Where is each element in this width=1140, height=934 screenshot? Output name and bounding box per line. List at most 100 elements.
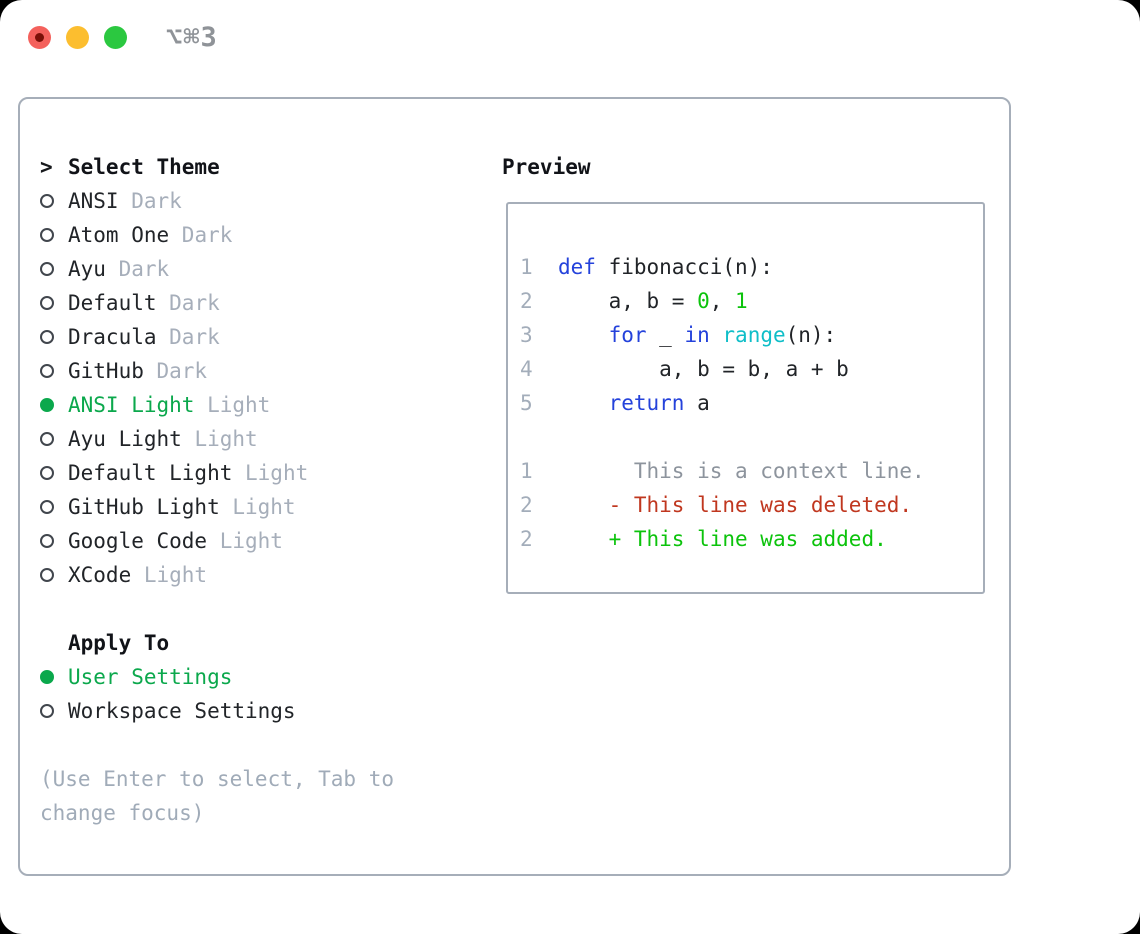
apply-to-title: Apply To <box>68 631 170 655</box>
theme-option-default-light[interactable]: Default Light Light <box>40 456 394 490</box>
radio-column <box>40 364 68 378</box>
radio-icon <box>40 568 54 582</box>
radio-icon <box>40 432 54 446</box>
radio-column <box>40 228 68 242</box>
code-token: a <box>684 391 710 415</box>
code-line: 1 def fibonacci(n): <box>520 250 983 284</box>
line-number: 3 <box>520 323 533 347</box>
code-token: a, b = <box>558 289 698 313</box>
radio-column <box>40 500 68 514</box>
spacer <box>520 420 983 454</box>
close-button[interactable] <box>28 26 51 49</box>
radio-icon <box>40 330 54 344</box>
theme-option-github[interactable]: GitHub Dark <box>40 354 394 388</box>
radio-column <box>40 568 68 582</box>
theme-option-xcode[interactable]: XCode Light <box>40 558 394 592</box>
theme-option-label: Google Code <box>68 529 208 553</box>
apply-option-workspace-settings[interactable]: Workspace Settings <box>40 694 394 728</box>
code-token: + This line was added. <box>608 527 887 551</box>
theme-option-label: ANSI <box>68 189 119 213</box>
theme-variant-badge: Dark <box>143 359 208 383</box>
radio-column <box>40 670 68 684</box>
apply-option-label: User Settings <box>68 665 233 689</box>
diff-line: 2 - This line was deleted. <box>520 488 983 522</box>
line-number: 2 <box>520 289 533 313</box>
radio-icon <box>40 466 54 480</box>
theme-option-ayu[interactable]: Ayu Dark <box>40 252 394 286</box>
apply-option-user-settings[interactable]: User Settings <box>40 660 394 694</box>
radio-icon <box>40 534 54 548</box>
close-button-dot <box>35 33 44 42</box>
apply-to-header: Apply To <box>40 626 394 660</box>
theme-option-ayu-light[interactable]: Ayu Light Light <box>40 422 394 456</box>
code-token <box>558 527 609 551</box>
code-token <box>710 323 723 347</box>
apply-option-label: Workspace Settings <box>68 699 296 723</box>
radio-icon <box>40 296 54 310</box>
select-theme-title: Select Theme <box>68 155 220 179</box>
line-number: 5 <box>520 391 533 415</box>
theme-option-label: GitHub <box>68 359 144 383</box>
code-line: 5 return a <box>520 386 983 420</box>
radio-icon <box>40 364 54 378</box>
diff-line: 2 + This line was added. <box>520 522 983 556</box>
line-number: 2 <box>520 493 533 517</box>
code-token: fibonacci(n): <box>595 255 773 279</box>
code-line: 2 a, b = 0, 1 <box>520 284 983 318</box>
code-token: def <box>558 255 596 279</box>
theme-option-label: Ayu Light <box>68 427 182 451</box>
theme-option-github-light[interactable]: GitHub Light Light <box>40 490 394 524</box>
window-controls <box>28 26 127 49</box>
help-text-line: (Use Enter to select, Tab to <box>40 767 395 791</box>
theme-option-default[interactable]: Default Dark <box>40 286 394 320</box>
radio-icon <box>40 500 54 514</box>
code-token: - This line was deleted. <box>608 493 913 517</box>
theme-variant-badge: Light <box>207 529 283 553</box>
theme-variant-badge: Dark <box>156 291 220 315</box>
code-token: range <box>722 323 786 347</box>
radio-column <box>40 534 68 548</box>
theme-option-atom-one[interactable]: Atom One Dark <box>40 218 394 252</box>
theme-variant-badge: Dark <box>156 325 220 349</box>
radio-icon <box>40 262 54 276</box>
minimize-button[interactable] <box>66 26 89 49</box>
theme-option-ansi[interactable]: ANSI Dark <box>40 184 394 218</box>
diff-preview-block: 1 This is a context line.2 - This line w… <box>520 454 983 556</box>
radio-column <box>40 704 68 718</box>
help-text-line: change focus) <box>40 801 205 825</box>
code-token <box>558 391 609 415</box>
diff-line: 1 This is a context line. <box>520 454 983 488</box>
radio-column <box>40 194 68 208</box>
spacer <box>40 728 394 762</box>
theme-variant-badge: Light <box>194 393 271 417</box>
prompt-cursor-icon: > <box>40 155 53 179</box>
select-theme-header: > Select Theme <box>40 150 394 184</box>
theme-option-ansi-light[interactable]: ANSI Light Light <box>40 388 394 422</box>
code-token: 1 <box>735 289 748 313</box>
code-token: return <box>608 391 685 415</box>
radio-column <box>40 398 68 412</box>
code-token: This is a context line. <box>558 459 925 483</box>
theme-variant-badge: Dark <box>105 257 170 281</box>
radio-selected-icon <box>40 398 54 412</box>
theme-option-dracula[interactable]: Dracula Dark <box>40 320 394 354</box>
line-number: 1 <box>520 255 533 279</box>
line-number: 2 <box>520 527 533 551</box>
radio-icon <box>40 194 54 208</box>
radio-column <box>40 296 68 310</box>
preview-title: Preview <box>502 155 591 179</box>
theme-option-label: XCode <box>68 563 132 587</box>
theme-option-label: Dracula <box>68 325 157 349</box>
radio-icon <box>40 228 54 242</box>
radio-icon <box>40 704 54 718</box>
zoom-button[interactable] <box>104 26 127 49</box>
theme-variant-badge: Dark <box>169 223 233 247</box>
theme-option-google-code[interactable]: Google Code Light <box>40 524 394 558</box>
theme-variant-badge: Light <box>232 461 309 485</box>
theme-option-label: ANSI Light <box>68 393 195 417</box>
